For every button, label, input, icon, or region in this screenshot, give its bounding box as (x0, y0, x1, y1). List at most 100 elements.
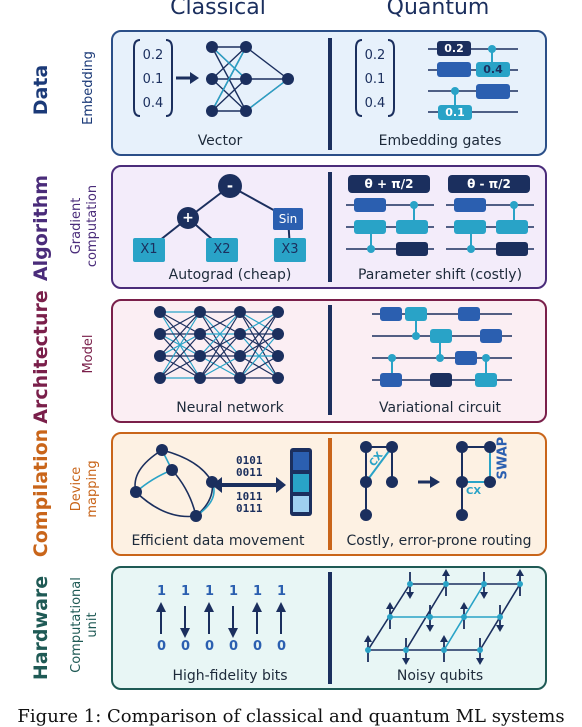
autograd-node-sin: Sin (278, 212, 298, 226)
nn-node (194, 306, 206, 318)
bit-zero: 0 (229, 639, 239, 654)
bit-one: 1 (277, 584, 287, 599)
autograd-input-x2: X2 (213, 242, 231, 257)
qubit-node (407, 581, 413, 587)
bit-arrow-head (276, 602, 286, 612)
qubit-arrow-head (476, 658, 484, 665)
autograd-input-x3: X3 (281, 242, 299, 257)
qubit-arrow-head (440, 635, 448, 642)
nn-edge (239, 311, 279, 335)
bit-arrow-head (156, 602, 166, 612)
nn-edge (159, 333, 201, 379)
architecture-row-graphics (154, 305, 512, 415)
caption-autograd: Autograd (cheap) (168, 267, 292, 283)
qubit-node (461, 614, 467, 620)
autograd-node-plus: + (182, 210, 194, 226)
bit-string: 0111 (236, 502, 263, 515)
qubit-arrow-head (480, 592, 488, 599)
qubit-node (497, 614, 503, 620)
qubit-node (477, 647, 483, 653)
nn-edge (199, 333, 241, 379)
quantum-vector: 0.2 0.1 0.4 (360, 44, 390, 116)
bit-arrow-head (204, 602, 214, 612)
qubit-arrow-head (364, 635, 372, 642)
algorithm-row-graphics (133, 172, 534, 282)
nn-node (272, 328, 284, 340)
qubit-arrow-head (516, 569, 524, 576)
nn-node (234, 372, 246, 384)
qubit-arrow-head (406, 592, 414, 599)
caption-variational-circuit: Variational circuit (378, 400, 501, 416)
nn-edge (159, 311, 201, 379)
column-header-classical: Classical (170, 0, 266, 20)
nn-node (154, 328, 166, 340)
caption-efficient-data-movement: Efficient data movement (131, 533, 305, 549)
data-row-graphics (133, 38, 518, 150)
qubit-node (441, 647, 447, 653)
bits-high-row: 1 1 1 1 1 1 (148, 584, 286, 599)
embedding-gate-label: 0.1 (445, 106, 465, 119)
nn-node (154, 306, 166, 318)
shift-minus-label: θ - π/2 (467, 177, 511, 191)
bit-zero: 0 (277, 639, 287, 654)
embedding-gate-label: 0.2 (444, 42, 464, 55)
caption-high-fidelity-bits: High-fidelity bits (172, 668, 288, 684)
bit-one: 1 (229, 584, 239, 599)
caption-noisy-qubits: Noisy qubits (396, 668, 484, 684)
nn-node (154, 350, 166, 362)
nn-node (272, 306, 284, 318)
caption-parameter-shift: Parameter shift (costly) (357, 267, 523, 283)
quantum-vector-value: 0.4 (364, 96, 386, 111)
autograd-node-minus: - (226, 177, 234, 195)
nn-edge (199, 355, 241, 379)
caption-vector: Vector (197, 133, 243, 149)
caption-neural-network: Neural network (176, 400, 284, 416)
autograd-input-x1: X1 (140, 242, 158, 257)
bits-top: 0101 0011 (236, 455, 263, 479)
qubit-node (403, 647, 409, 653)
column-header-quantum: Quantum (386, 0, 490, 20)
figure-caption: Figure 1: Comparison of classical and qu… (17, 706, 565, 727)
nn-node (234, 328, 246, 340)
bit-arrow-head (228, 628, 238, 638)
cx-label-after: CX (466, 486, 482, 497)
qubit-node (387, 614, 393, 620)
bit-string: 1011 (236, 490, 263, 503)
data-vector: 0.2 0.1 0.4 (138, 44, 168, 116)
compilation-row-graphics (130, 438, 496, 550)
nn-node (272, 372, 284, 384)
nn-node (234, 350, 246, 362)
qubit-arrow-head (402, 658, 410, 665)
nn-edge (159, 355, 201, 379)
qubit-node (443, 581, 449, 587)
data-vector-value: 0.4 (142, 96, 164, 111)
qubit-node (427, 614, 433, 620)
nn-edge (239, 333, 279, 379)
bit-zero: 0 (205, 639, 215, 654)
bits-low-row: 0 0 0 0 0 0 (148, 639, 286, 654)
caption-costly-routing: Costly, error-prone routing (346, 533, 532, 549)
bit-one: 1 (253, 584, 263, 599)
nn-node (194, 350, 206, 362)
bit-string: 0011 (236, 466, 263, 479)
nn-node (234, 306, 246, 318)
caption-embedding-gates: Embedding gates (378, 133, 502, 149)
bit-string: 0101 (236, 454, 263, 467)
bit-arrow-head (180, 628, 190, 638)
bit-one: 1 (205, 584, 215, 599)
bit-zero: 0 (253, 639, 263, 654)
hardware-row-graphics (156, 569, 524, 684)
data-vector-value: 0.2 (142, 48, 164, 63)
nn-edge (199, 311, 241, 335)
nn-node (194, 328, 206, 340)
nn-node (154, 372, 166, 384)
nn-node (194, 372, 206, 384)
bit-arrow-head (252, 602, 262, 612)
data-vector-value: 0.1 (142, 72, 164, 87)
nn-edge (239, 311, 279, 379)
qubit-node (365, 647, 371, 653)
qubit-node (517, 581, 523, 587)
nn-edge (239, 311, 279, 357)
nn-edge (159, 311, 201, 357)
qubit-arrow-head (442, 569, 450, 576)
